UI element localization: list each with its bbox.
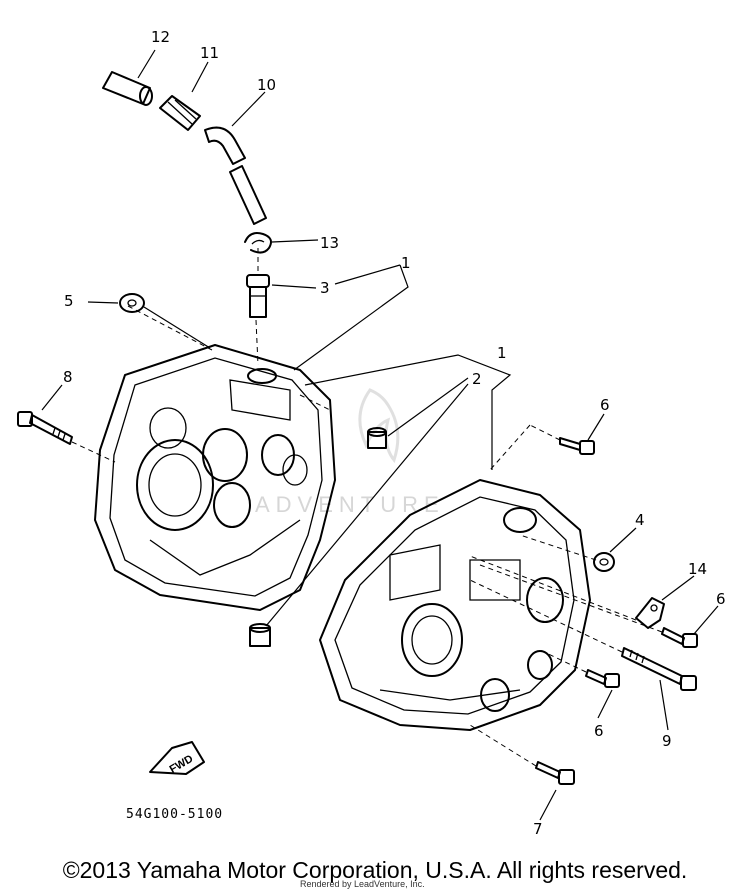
- callout-6-lower: 6: [594, 722, 604, 740]
- part-6-bolt-upper[interactable]: [559, 437, 595, 455]
- fwd-label: FWD: [168, 753, 196, 776]
- callout-6-upper: 6: [600, 396, 610, 414]
- part-5-washer[interactable]: [119, 293, 145, 313]
- callout-1-lower: 1: [497, 344, 507, 362]
- copyright-footer: ©2013 Yamaha Motor Corporation, U.S.A. A…: [62, 857, 688, 883]
- part-14-bracket[interactable]: [635, 597, 665, 629]
- exploded-parts-diagram: ADVENTURE: [17, 28, 726, 838]
- part-7-bolt[interactable]: [535, 761, 575, 785]
- watermark-logo: ADVENTURE: [255, 388, 445, 517]
- callout-12: 12: [151, 28, 170, 46]
- callout-labels: 12 11 10 13 3 1 5 8 1 2 6 4 14 6 6 9 7 5…: [63, 28, 726, 838]
- callout-10: 10: [257, 76, 276, 94]
- part-10-breather-hose[interactable]: [204, 126, 267, 225]
- callout-13: 13: [320, 234, 339, 252]
- part-3-breather-pipe[interactable]: [246, 274, 270, 318]
- diagram-code: 54G100-5100: [126, 807, 223, 822]
- watermark-text: ADVENTURE: [255, 492, 445, 517]
- callout-14: 14: [688, 560, 707, 578]
- callout-8: 8: [63, 368, 73, 386]
- part-2-dowel-pin-lower[interactable]: [249, 623, 271, 647]
- part-2-dowel-pin-upper[interactable]: [367, 427, 387, 449]
- callout-9: 9: [662, 732, 672, 750]
- callout-1-upper: 1: [401, 254, 411, 272]
- part-6-bolt-right[interactable]: [661, 627, 698, 648]
- part-11-joint[interactable]: [159, 95, 201, 131]
- part-12-cap[interactable]: [102, 71, 153, 106]
- crankcase-right[interactable]: [319, 479, 591, 731]
- crankcase-left[interactable]: [94, 344, 336, 611]
- callout-11: 11: [200, 44, 219, 62]
- callout-7: 7: [533, 820, 543, 838]
- callout-2: 2: [472, 370, 482, 388]
- alignment-lines: [71, 248, 663, 767]
- part-8-bolt[interactable]: [17, 411, 73, 445]
- callout-5: 5: [64, 292, 74, 310]
- rendered-by-credit: Rendered by LeadVenture, Inc.: [300, 879, 425, 889]
- leader-lines: [41, 49, 719, 821]
- part-6-bolt-lower[interactable]: [585, 669, 620, 688]
- part-9-long-bolt[interactable]: [621, 647, 697, 691]
- fwd-arrow-icon: FWD: [149, 741, 205, 776]
- callout-4: 4: [635, 511, 645, 529]
- part-4-washer[interactable]: [593, 552, 615, 572]
- callout-3: 3: [320, 279, 330, 297]
- callout-6-right: 6: [716, 590, 726, 608]
- part-13-clip[interactable]: [244, 232, 272, 254]
